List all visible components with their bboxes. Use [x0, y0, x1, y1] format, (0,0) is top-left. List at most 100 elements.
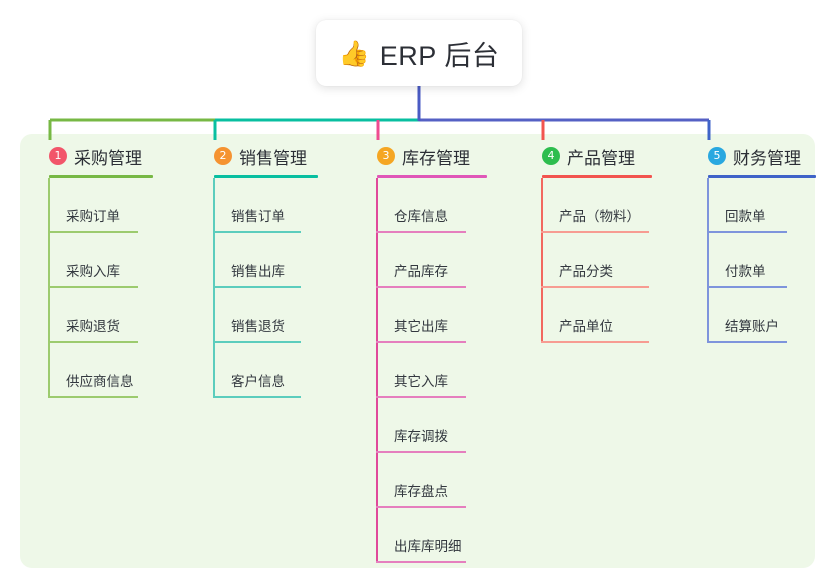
leaf-item-label: 采购入库	[66, 264, 120, 279]
leaf-spine-line	[376, 178, 378, 563]
leaf-spine-line	[48, 178, 50, 398]
leaf-item-underline	[213, 286, 301, 288]
column-产品管理: 4 产品管理产品（物料） 产品分类产品单位	[531, 144, 652, 343]
leaf-item-underline	[376, 561, 466, 563]
leaf-item[interactable]: 销售退货	[213, 288, 318, 343]
leaf-item-underline	[213, 341, 301, 343]
leaf-item[interactable]: 客户信息	[213, 343, 318, 398]
leaf-item-label: 结算账户	[725, 319, 779, 334]
leaf-item-underline	[707, 286, 787, 288]
thumbs-up-icon: 👍	[338, 39, 370, 68]
leaf-item-underline	[48, 341, 138, 343]
column-index-badge: 5	[708, 147, 726, 165]
column-采购管理: 1 采购管理采购订单采购入库采购退货供应商信息	[38, 144, 153, 398]
column-underline	[377, 175, 487, 178]
leaf-list: 回款单付款单结算账户	[697, 178, 816, 343]
leaf-item[interactable]: 仓库信息	[376, 178, 487, 233]
leaf-item[interactable]: 销售出库	[213, 233, 318, 288]
column-title: 库存管理	[402, 148, 470, 168]
leaf-item[interactable]: 产品单位	[541, 288, 652, 343]
column-underline	[542, 175, 652, 178]
leaf-item[interactable]: 产品库存	[376, 233, 487, 288]
column-underline	[49, 175, 153, 178]
leaf-item-underline	[48, 286, 138, 288]
root-node-title: ERP 后台	[379, 40, 500, 71]
leaf-item[interactable]: 采购退货	[48, 288, 153, 343]
column-title: 销售管理	[239, 148, 307, 168]
leaf-item[interactable]: 产品（物料）	[541, 178, 652, 233]
leaf-spine-line	[541, 178, 543, 343]
leaf-item-underline	[707, 231, 787, 233]
leaf-item-underline	[376, 506, 466, 508]
leaf-item-label: 产品分类	[559, 264, 613, 279]
leaf-item-label: 销售退货	[231, 319, 285, 334]
leaf-item[interactable]: 采购入库	[48, 233, 153, 288]
column-index-badge: 4	[542, 147, 560, 165]
leaf-item-underline	[376, 451, 466, 453]
leaf-item[interactable]: 销售订单	[213, 178, 318, 233]
leaf-item[interactable]: 供应商信息	[48, 343, 153, 398]
leaf-item-underline	[541, 231, 649, 233]
leaf-item-label: 产品（物料）	[559, 209, 640, 224]
leaf-item-underline	[213, 231, 301, 233]
column-header-1[interactable]: 1 采购管理	[38, 144, 153, 168]
leaf-list: 销售订单销售出库销售退货客户信息	[203, 178, 318, 398]
leaf-item-label: 产品库存	[394, 264, 448, 279]
column-header-5[interactable]: 5 财务管理	[697, 144, 816, 168]
leaf-item-underline	[376, 286, 466, 288]
leaf-spine-line	[707, 178, 709, 343]
leaf-item-label: 客户信息	[231, 374, 285, 389]
leaf-item[interactable]: 产品分类	[541, 233, 652, 288]
column-title: 财务管理	[733, 148, 801, 168]
leaf-item-underline	[707, 341, 787, 343]
leaf-item-label: 销售出库	[231, 264, 285, 279]
column-header-4[interactable]: 4 产品管理	[531, 144, 652, 168]
leaf-item[interactable]: 其它入库	[376, 343, 487, 398]
leaf-item-label: 付款单	[725, 264, 766, 279]
leaf-item-label: 其它入库	[394, 374, 448, 389]
column-header-2[interactable]: 2 销售管理	[203, 144, 318, 168]
leaf-list: 仓库信息产品库存其它出库其它入库库存调拨库存盘点出库库明细	[366, 178, 487, 563]
leaf-item-label: 产品单位	[559, 319, 613, 334]
leaf-item-underline	[376, 396, 466, 398]
column-index-badge: 2	[214, 147, 232, 165]
leaf-item[interactable]: 出库库明细	[376, 508, 487, 563]
leaf-item-label: 采购退货	[66, 319, 120, 334]
leaf-item-label: 库存调拨	[394, 429, 448, 444]
leaf-item[interactable]: 其它出库	[376, 288, 487, 343]
leaf-item[interactable]: 库存盘点	[376, 453, 487, 508]
leaf-item-label: 回款单	[725, 209, 766, 224]
column-index-badge: 3	[377, 147, 395, 165]
leaf-list: 产品（物料） 产品分类产品单位	[531, 178, 652, 343]
diagram-background-panel	[20, 134, 815, 568]
leaf-item[interactable]: 库存调拨	[376, 398, 487, 453]
leaf-item[interactable]: 付款单	[707, 233, 816, 288]
leaf-item[interactable]: 回款单	[707, 178, 816, 233]
column-underline	[214, 175, 318, 178]
root-node-erp-backend[interactable]: 👍 ERP 后台	[316, 20, 522, 86]
column-underline	[708, 175, 816, 178]
leaf-item-label: 其它出库	[394, 319, 448, 334]
leaf-item-label: 采购订单	[66, 209, 120, 224]
leaf-item-underline	[541, 286, 649, 288]
column-title: 采购管理	[74, 148, 142, 168]
column-财务管理: 5 财务管理回款单付款单结算账户	[697, 144, 816, 343]
leaf-item-label: 库存盘点	[394, 484, 448, 499]
leaf-item-underline	[541, 341, 649, 343]
leaf-item-label: 仓库信息	[394, 209, 448, 224]
leaf-item-underline	[376, 231, 466, 233]
leaf-item-label: 出库库明细	[394, 539, 462, 554]
leaf-item-underline	[48, 231, 138, 233]
column-header-3[interactable]: 3 库存管理	[366, 144, 487, 168]
column-index-badge: 1	[49, 147, 67, 165]
leaf-spine-line	[213, 178, 215, 398]
leaf-item[interactable]: 结算账户	[707, 288, 816, 343]
leaf-list: 采购订单采购入库采购退货供应商信息	[38, 178, 153, 398]
leaf-item[interactable]: 采购订单	[48, 178, 153, 233]
leaf-item-label: 销售订单	[231, 209, 285, 224]
leaf-item-label: 供应商信息	[66, 374, 134, 389]
leaf-item-underline	[48, 396, 138, 398]
column-title: 产品管理	[567, 148, 635, 168]
leaf-item-underline	[376, 341, 466, 343]
leaf-item-underline	[213, 396, 301, 398]
